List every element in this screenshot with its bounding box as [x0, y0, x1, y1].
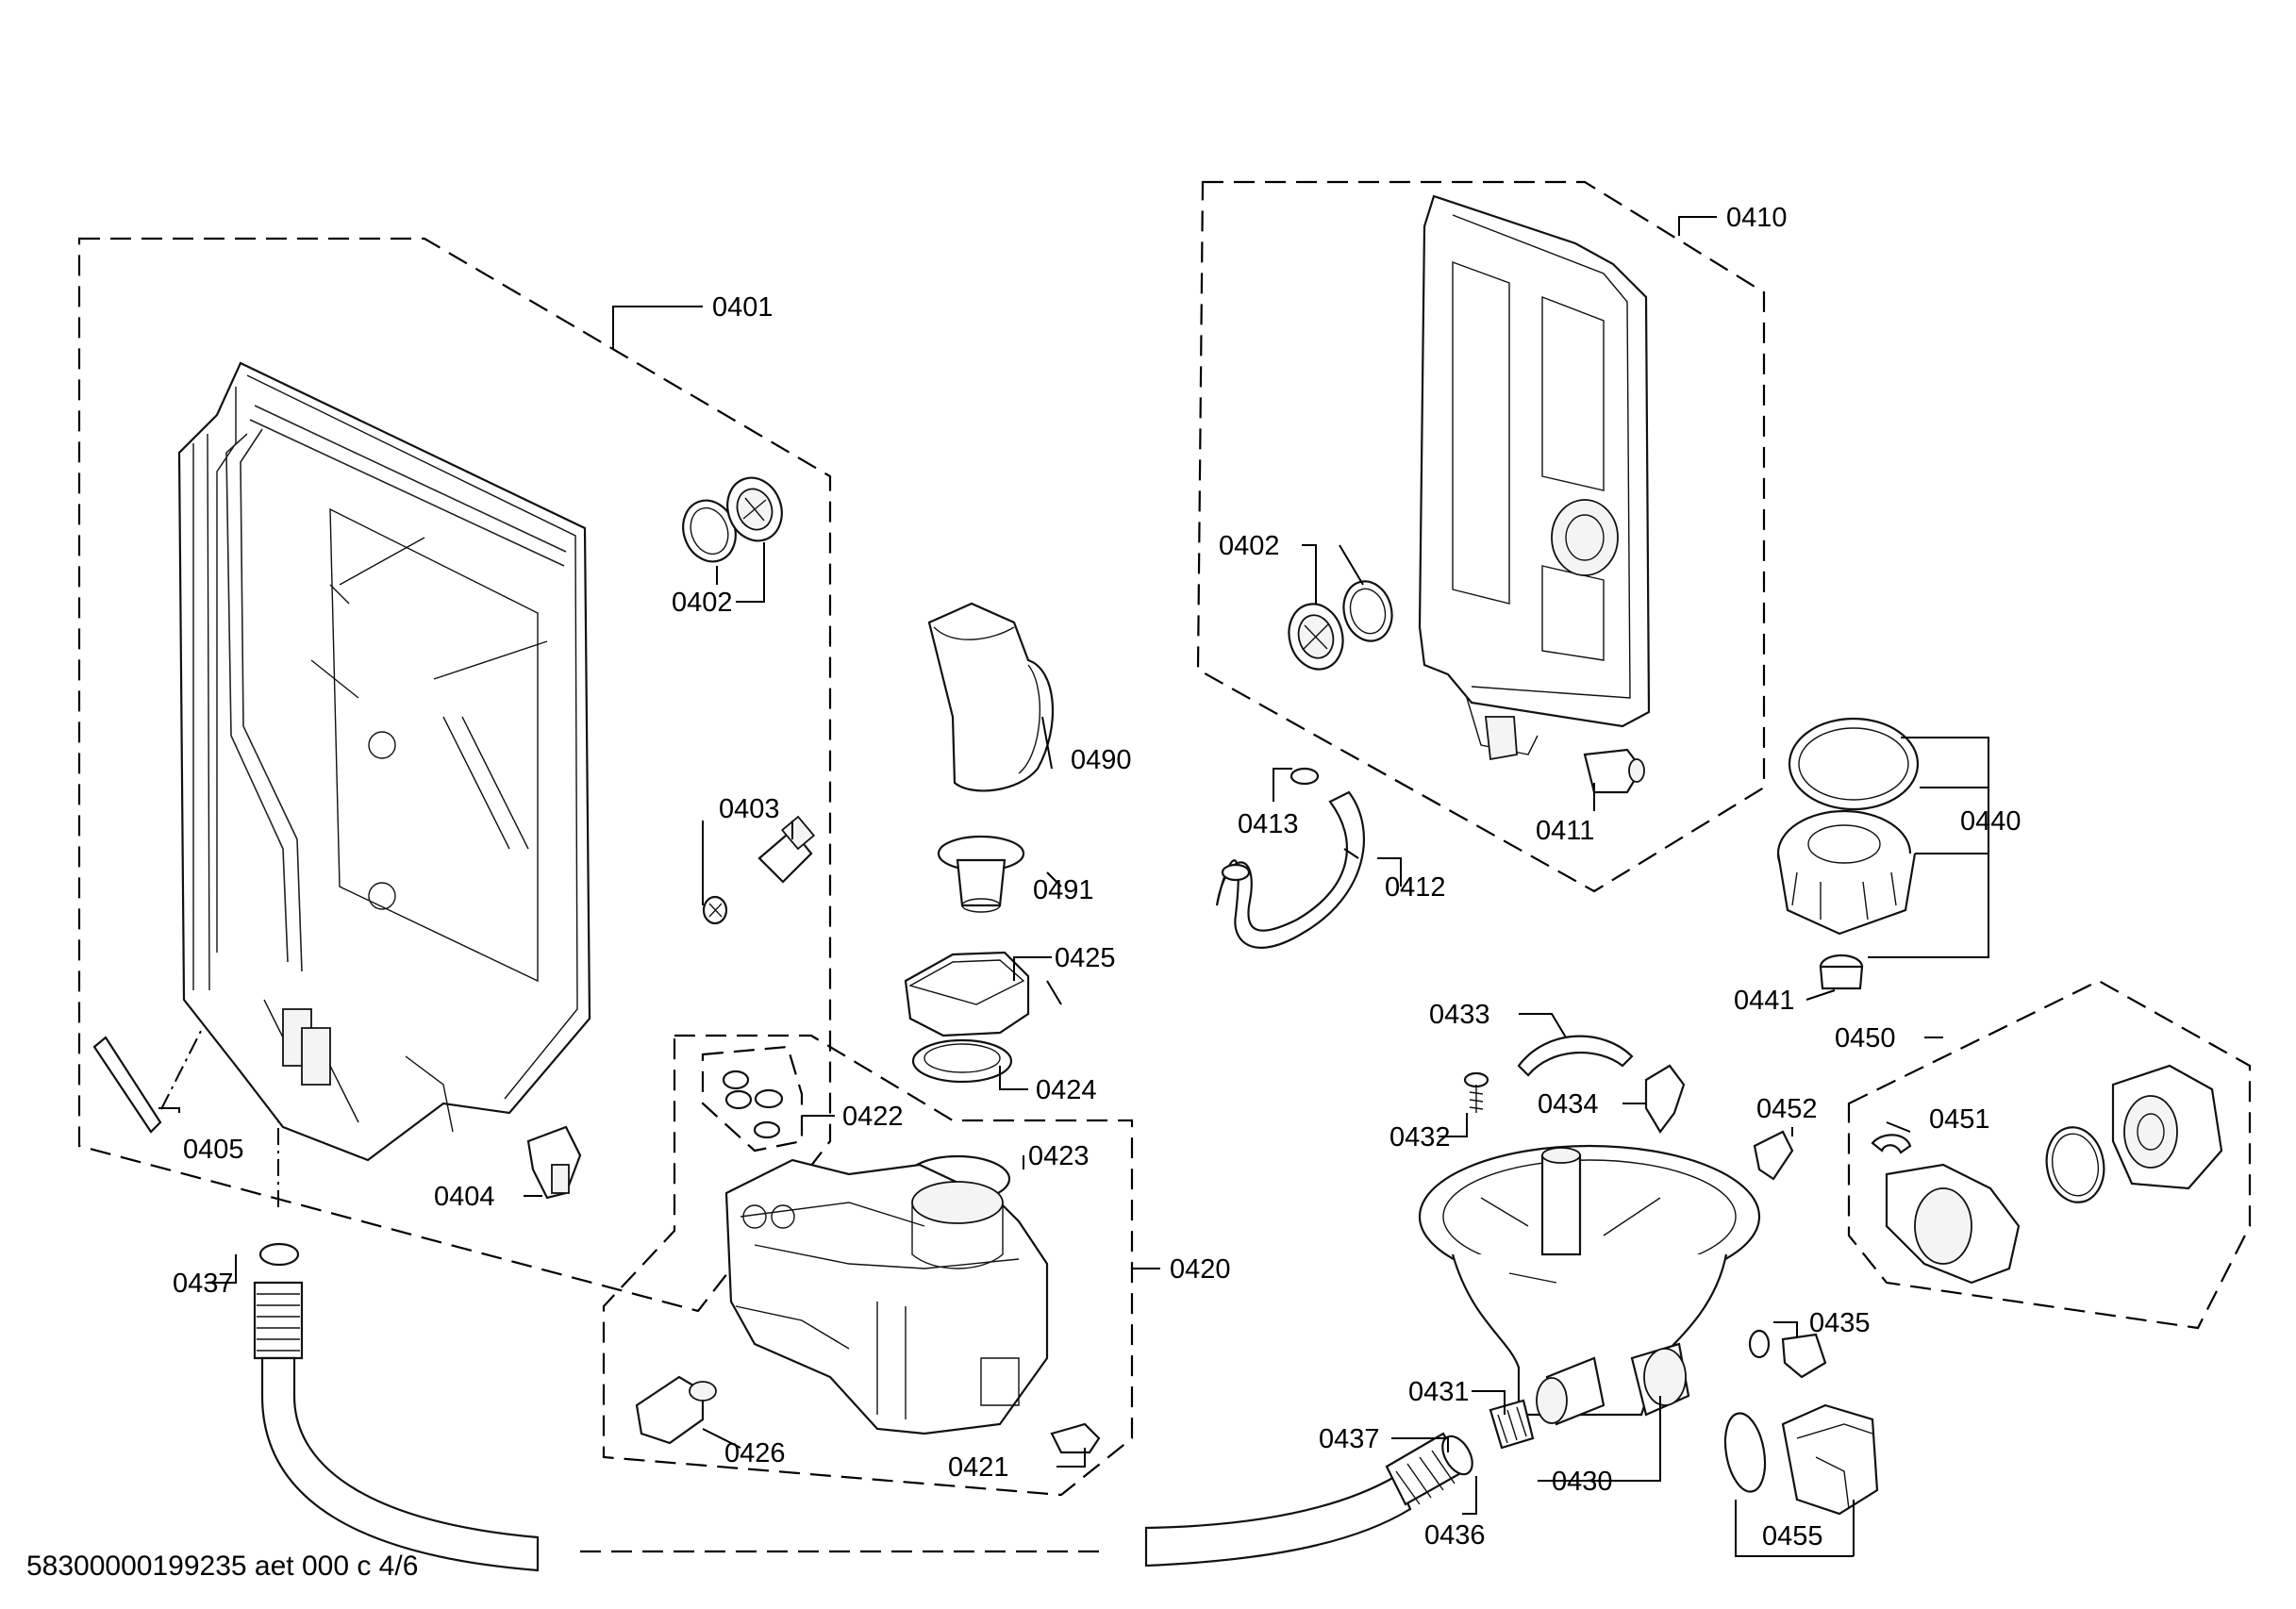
label-0426: 0426: [724, 1438, 786, 1468]
label-0404: 0404: [434, 1182, 495, 1212]
label-0435: 0435: [1809, 1308, 1871, 1338]
label-0432: 0432: [1389, 1122, 1451, 1153]
label-0431: 0431: [1408, 1377, 1470, 1407]
clamp-part-0413: [1221, 767, 1320, 882]
group-0450-boundary: [1847, 979, 2252, 1330]
group-0420-boundary: [602, 1034, 1134, 1497]
label-0424: 0424: [1036, 1075, 1097, 1105]
label-0455: 0455: [1762, 1521, 1823, 1551]
drain-hose-part: [253, 1242, 1473, 1572]
label-0423: 0423: [1028, 1141, 1090, 1171]
label-0440: 0440: [1960, 806, 2021, 837]
seal-set-part-0422: [722, 1070, 784, 1139]
group-0410-boundary: [1196, 180, 1766, 893]
label-0430: 0430: [1552, 1467, 1613, 1497]
strainer-part-0431: [1489, 1399, 1535, 1450]
clip-part-0421: [1050, 1422, 1101, 1454]
label-0420: 0420: [1170, 1254, 1231, 1285]
label-0434: 0434: [1538, 1089, 1599, 1120]
label-0411: 0411: [1536, 816, 1594, 846]
sensor-part-0404: [526, 1125, 582, 1200]
label-0452: 0452: [1756, 1094, 1818, 1124]
pump-part-0455: [1723, 1403, 1879, 1516]
label-0412: 0412: [1385, 872, 1446, 903]
screw-part-0432: [1463, 1071, 1489, 1113]
cap-part-0425: [904, 951, 1030, 1037]
label-0402-right: 0402: [1219, 531, 1280, 561]
part-0491: [937, 835, 1025, 913]
gasket-ring-part-left: [682, 476, 783, 563]
label-0450: 0450: [1835, 1023, 1896, 1053]
label-0490: 0490: [1071, 745, 1132, 775]
label-0413: 0413: [1238, 809, 1299, 839]
label-0405: 0405: [183, 1135, 244, 1165]
label-0421: 0421: [948, 1452, 1009, 1483]
part-0452: [1753, 1130, 1794, 1181]
label-0491: 0491: [1033, 875, 1094, 905]
label-0422: 0422: [842, 1102, 904, 1132]
drawing-reference-footer: 58300000199235 aet 000 c 4/6: [26, 1551, 419, 1582]
leader-lines: [158, 216, 1989, 1557]
label-0441: 0441: [1734, 986, 1795, 1016]
clip-part-0405: [92, 1036, 162, 1134]
funnel-part-0490: [927, 602, 1055, 792]
clamp-part-0451: [1871, 1134, 1912, 1154]
label-0437-right: 0437: [1319, 1424, 1380, 1454]
subgroup-0422-boundary: [701, 1045, 804, 1153]
part-labels: 0401 0402 0403 0404 0405 0410 0402 0411 …: [173, 203, 2021, 1551]
ring-part-0424: [911, 1038, 1013, 1084]
sump-part-0430: [1418, 1144, 1761, 1426]
group-0401-boundary: [77, 237, 832, 1313]
label-0433: 0433: [1429, 1000, 1490, 1030]
gasket-ring-part-right: [1288, 580, 1393, 671]
label-0403: 0403: [719, 794, 780, 824]
label-0401: 0401: [712, 292, 774, 323]
heat-exchanger-part-0440: [1776, 717, 1920, 936]
sensor-part-0426: [635, 1375, 717, 1445]
arc-part-0433: [1517, 1035, 1634, 1077]
part-0441: [1819, 954, 1864, 990]
label-0436: 0436: [1424, 1520, 1486, 1551]
sensor-part-0435: [1748, 1329, 1827, 1379]
label-0451: 0451: [1929, 1104, 1990, 1135]
valve-part-0411: [1583, 748, 1645, 794]
side-panel-part: [177, 361, 591, 1162]
softener-part-0420: [724, 1158, 1049, 1435]
circulation-pump-part-0450: [1885, 1064, 2223, 1285]
hose-part-0412: [1215, 790, 1366, 949]
part-0434: [1644, 1064, 1686, 1134]
label-0410: 0410: [1726, 203, 1788, 233]
label-0402-left: 0402: [672, 588, 733, 618]
cover-part-0410: [1418, 194, 1651, 761]
label-0437-left: 0437: [173, 1269, 234, 1299]
valve-part-0403: [702, 815, 816, 925]
label-0425: 0425: [1055, 943, 1116, 973]
